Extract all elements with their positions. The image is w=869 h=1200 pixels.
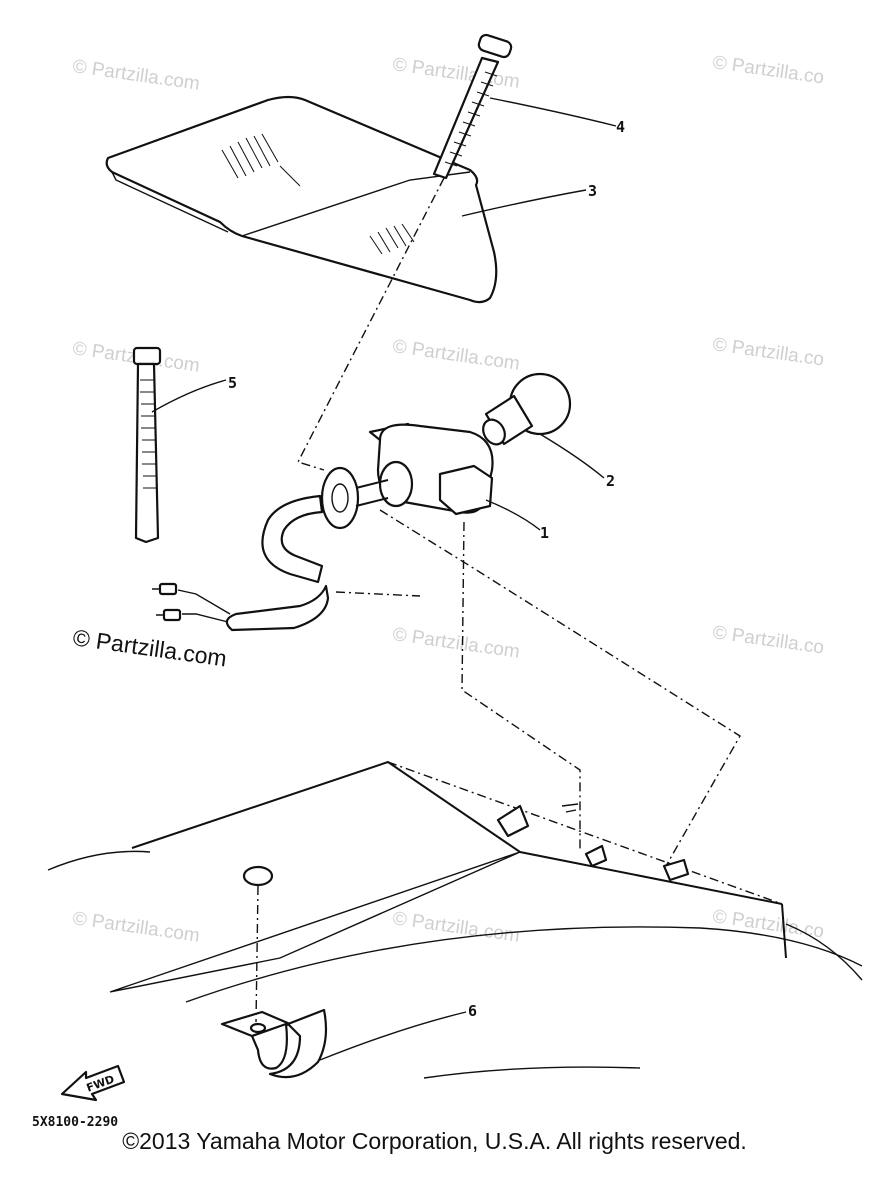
watermark: © Partzilla.co <box>711 52 825 88</box>
watermark: © Partzilla.co <box>711 906 825 942</box>
watermark: © Partzilla.com <box>391 336 521 375</box>
part-5-cable-tie <box>132 346 162 544</box>
lens-reflection-hatch <box>221 133 415 255</box>
watermark: © Partzilla.com <box>391 624 521 663</box>
callout-1: 1 <box>540 524 549 542</box>
tie-ratchet <box>140 379 157 489</box>
screw-thread <box>444 71 498 167</box>
part-1-socket-assembly <box>152 422 494 632</box>
watermark-main: © Partzilla.com <box>71 624 228 671</box>
watermark: © Partzilla.com <box>391 54 521 93</box>
part-2-bulb <box>482 372 572 446</box>
callout-3: 3 <box>588 182 597 200</box>
callout-4: 4 <box>616 118 625 136</box>
diagram-code: 5X8100-2290 <box>32 1115 118 1130</box>
fwd-arrow-icon: FWD <box>60 1064 126 1102</box>
callout-6: 6 <box>468 1002 477 1020</box>
part-3-lens-cover <box>105 95 498 304</box>
hull-body <box>47 760 863 1079</box>
callout-2: 2 <box>606 472 615 490</box>
watermark: © Partzilla.com <box>71 908 201 947</box>
copyright-notice: ©2013 Yamaha Motor Corporation, U.S.A. A… <box>122 1128 747 1154</box>
part-6-bracket <box>220 865 328 1079</box>
callout-5: 5 <box>228 374 237 392</box>
watermark: © Partzilla.co <box>711 622 825 658</box>
part-4-screw <box>432 33 513 180</box>
watermark: © Partzilla.com <box>71 56 201 95</box>
assembly-guide-lines <box>255 177 741 1023</box>
leader-lines <box>151 97 617 1061</box>
watermark: © Partzilla.co <box>711 334 825 370</box>
watermark: © Partzilla.com <box>391 908 521 947</box>
